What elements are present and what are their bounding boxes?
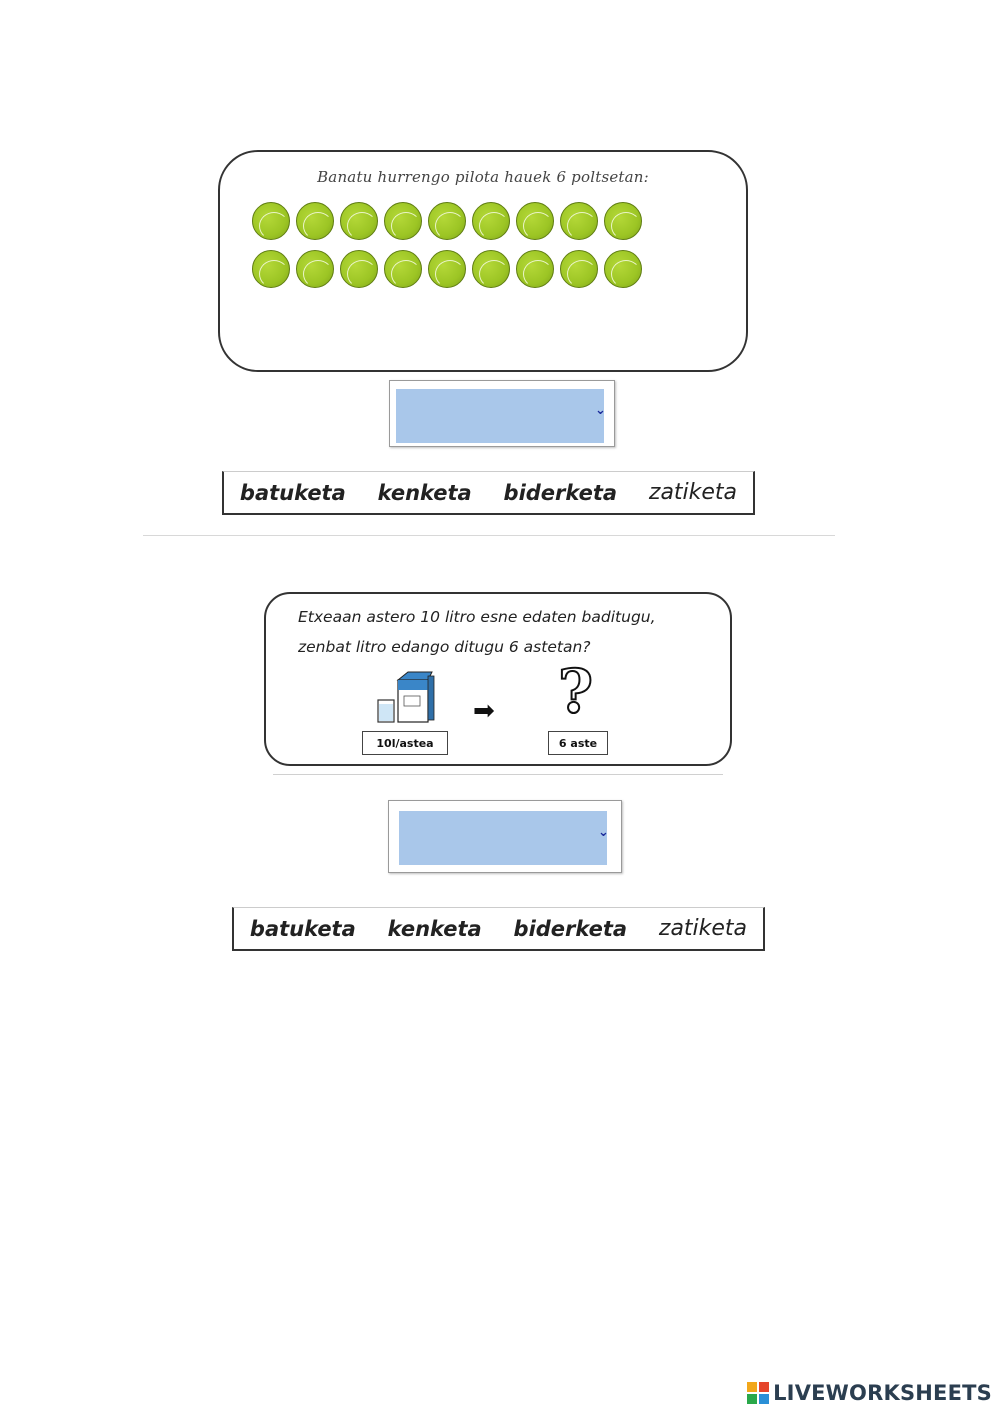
problem2-answer-select[interactable]: ⌄	[388, 800, 622, 873]
problem2-operations-strip: batuketa kenketa biderketa zatiketa	[232, 907, 765, 951]
op-kenketa: kenketa	[377, 480, 472, 505]
tennis-ball-icon	[384, 250, 422, 288]
liveworksheets-logo: LIVEWORKSHEETS	[747, 1381, 992, 1405]
tennis-ball-icon	[340, 250, 378, 288]
problem1-answer-select[interactable]: ⌄	[389, 380, 615, 447]
milk-carton-icon	[377, 671, 435, 723]
op-biderketa: biderketa	[503, 480, 618, 505]
tennis-ball-icon	[296, 250, 334, 288]
tennis-ball-icon	[560, 202, 598, 240]
op-zatiketa: zatiketa	[648, 480, 738, 505]
chevron-down-icon: ⌄	[595, 403, 606, 418]
tennis-ball-icon	[560, 250, 598, 288]
tennis-ball-icon	[252, 250, 290, 288]
problem2-card: Etxeaan astero 10 litro esne edaten badi…	[264, 592, 732, 766]
tennis-ball-icon	[516, 202, 554, 240]
problem1-operations-strip: batuketa kenketa biderketa zatiketa	[222, 471, 755, 515]
tennis-ball-icon	[384, 202, 422, 240]
select-value	[399, 811, 607, 865]
liters-per-week-box: 10l/astea	[362, 731, 448, 755]
ball-row-2	[252, 250, 692, 292]
question-mark-icon: ?	[557, 657, 594, 727]
tennis-ball-icon	[604, 202, 642, 240]
section-divider	[143, 535, 835, 536]
op-batuketa: batuketa	[239, 480, 346, 505]
tennis-ball-icon	[516, 250, 554, 288]
tennis-ball-icon	[428, 250, 466, 288]
tennis-ball-icon	[296, 202, 334, 240]
logo-mark-icon	[747, 1382, 770, 1404]
tennis-ball-icon	[252, 202, 290, 240]
op-batuketa: batuketa	[249, 916, 356, 941]
op-zatiketa: zatiketa	[658, 916, 748, 941]
right-arrow-icon: ➡	[473, 696, 495, 726]
brand-name: LIVEWORKSHEETS	[773, 1381, 992, 1405]
tennis-ball-icon	[428, 202, 466, 240]
problem1-title: Banatu hurrengo pilota hauek 6 poltsetan…	[317, 168, 649, 186]
op-biderketa: biderketa	[513, 916, 628, 941]
tennis-ball-icon	[604, 250, 642, 288]
op-kenketa: kenketa	[387, 916, 482, 941]
tennis-ball-icon	[472, 202, 510, 240]
problem2-line1: Etxeaan astero 10 litro esne edaten badi…	[298, 608, 656, 626]
chevron-down-icon: ⌄	[598, 825, 609, 840]
tennis-ball-icon	[472, 250, 510, 288]
ball-row-1	[252, 202, 692, 244]
select-value	[396, 389, 604, 443]
problem1-card: Banatu hurrengo pilota hauek 6 poltsetan…	[218, 150, 748, 372]
weeks-box: 6 aste	[548, 731, 608, 755]
tennis-ball-icon	[340, 202, 378, 240]
section-divider	[273, 774, 723, 775]
problem2-line2: zenbat litro edango ditugu 6 astetan?	[298, 638, 591, 656]
